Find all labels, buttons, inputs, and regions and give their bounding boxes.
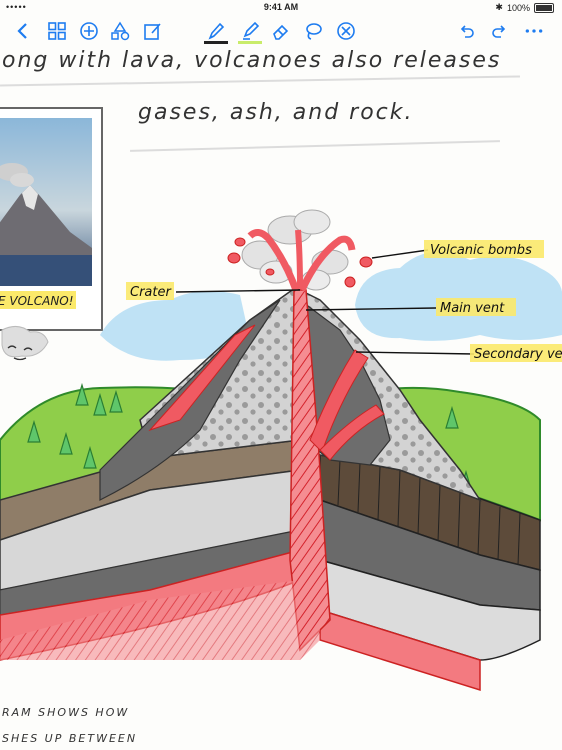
secondary-vent-highlight	[470, 344, 562, 362]
note-line-1: ong with lava, volcanoes also releases	[2, 48, 502, 73]
signal-indicator: •••••	[6, 2, 27, 12]
more-icon[interactable]	[519, 18, 549, 44]
battery-icon	[534, 2, 554, 13]
battery-percent: 100%	[506, 2, 530, 13]
edit-icon[interactable]	[140, 18, 166, 44]
bottom-note-1: RAM SHOWS HOW	[2, 706, 129, 719]
rock-stripes-right	[337, 459, 521, 566]
trees-left	[27, 382, 123, 469]
highlighter-icon[interactable]	[237, 18, 263, 44]
status-bar: ••••• 9:41 AM ✱ 100%	[0, 0, 562, 14]
undo-icon[interactable]	[454, 18, 480, 44]
eruption-plume	[241, 209, 356, 292]
secondary-vent	[309, 349, 369, 453]
add-icon[interactable]	[76, 18, 102, 44]
bombs-highlight	[424, 240, 544, 258]
secondary-vent-branch	[319, 404, 385, 461]
pen-color-swatch	[204, 41, 228, 44]
shapes-icon[interactable]	[107, 18, 133, 44]
label-volcanic-bombs: Volcanic bombs	[430, 243, 532, 258]
photo-caption: E VOLCANO!	[0, 294, 74, 308]
pen-icon[interactable]	[203, 18, 229, 44]
ash-doodle	[1, 326, 49, 361]
main-vent-highlight	[436, 298, 516, 316]
photo-caption-highlight	[0, 291, 76, 309]
label-secondary-vent: Secondary ve	[474, 347, 562, 362]
redo-icon[interactable]	[486, 18, 512, 44]
status-time: 9:41 AM	[263, 2, 299, 12]
close-icon[interactable]	[333, 18, 359, 44]
crater-highlight	[126, 282, 174, 300]
label-crater: Crater	[130, 285, 172, 300]
back-icon[interactable]	[10, 18, 36, 44]
volcanic-bombs	[227, 237, 373, 288]
label-main-vent: Main vent	[440, 301, 505, 316]
lasso-icon[interactable]	[300, 18, 326, 44]
lava-stream-left	[148, 324, 256, 432]
note-line-2: gases, ash, and rock.	[138, 100, 414, 125]
bottom-note-2: SHES UP BETWEEN	[2, 732, 137, 745]
cloud-left	[100, 291, 250, 361]
bluetooth-icon: ✱	[495, 2, 503, 12]
status-right: ✱ 100%	[495, 2, 554, 13]
cloud-right	[355, 251, 562, 341]
eraser-icon[interactable]	[268, 18, 294, 44]
grid-icon[interactable]	[44, 18, 70, 44]
magma-chamber	[0, 445, 320, 660]
label-leaders	[175, 249, 475, 355]
highlighter-color-swatch	[238, 41, 262, 44]
toolbar	[0, 14, 562, 48]
